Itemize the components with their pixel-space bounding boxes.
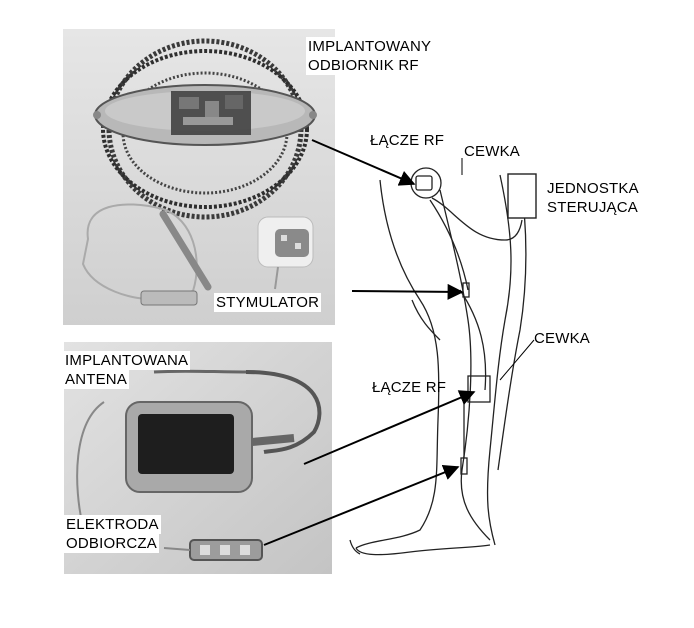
label-implanted-receiver-line1: IMPLANTOWANY	[306, 37, 434, 56]
label-coil-top: CEWKA	[464, 143, 521, 160]
arrow-stimulator	[351, 283, 464, 300]
label-receiving-electrode-line2: ODBIORCZA	[64, 534, 159, 553]
label-stimulator: STYMULATOR	[214, 293, 322, 312]
label-receiving-electrode-line1: ELEKTRODA	[64, 515, 161, 534]
arrow-antenna-to-rf-link	[303, 390, 476, 465]
leader-coil-bottom	[499, 339, 535, 381]
arrow-electrode	[263, 464, 460, 546]
label-rf-link-top: ŁĄCZE RF	[370, 132, 445, 149]
label-coil-bottom: CEWKA	[534, 330, 591, 347]
label-control-unit-line2: STERUJĄCA	[547, 199, 638, 216]
photo-receiver-stimulator	[63, 29, 335, 325]
label-implanted-antenna-line2: ANTENA	[63, 370, 130, 389]
label-rf-link-bottom: ŁĄCZE RF	[372, 379, 447, 396]
label-implanted-receiver-line2: ODBIORNIK RF	[306, 56, 421, 75]
label-control-unit-line1: JEDNOSTKA	[547, 180, 639, 197]
arrow-receiver-to-rf-link	[311, 139, 416, 186]
receiver-stimulator-illustration	[63, 29, 335, 325]
label-implanted-antenna-line1: IMPLANTOWANA	[63, 351, 191, 370]
